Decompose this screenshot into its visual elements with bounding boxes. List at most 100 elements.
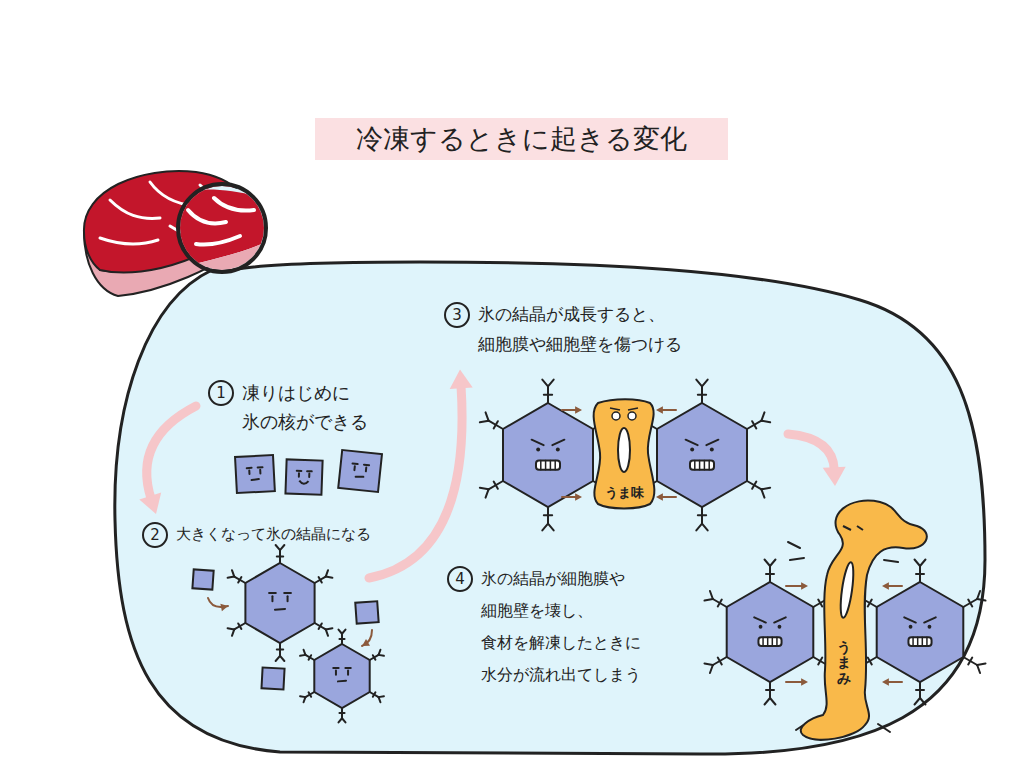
region-blob (115, 262, 985, 754)
stroke-line (338, 718, 342, 722)
stroke-line (774, 617, 786, 622)
stroke-line (333, 667, 338, 669)
push-arrow-head (882, 678, 889, 685)
stroke-line (765, 559, 770, 566)
step: 2大きくなって氷の結晶になる (142, 522, 371, 548)
title-band: 冷凍するときに起きる変化 (315, 118, 728, 160)
callout-number: 2 (142, 522, 168, 548)
push-arrow-head (656, 493, 663, 500)
stroke-line (339, 638, 344, 640)
stroke-line (868, 600, 872, 607)
stroke-line (277, 648, 283, 650)
stroke-line (304, 650, 306, 655)
stroke-line (915, 559, 920, 566)
stroke-line (342, 630, 346, 634)
eye (536, 448, 540, 452)
step: 3氷の結晶が成長すると、 細胞膜や細胞壁を傷つける (444, 300, 696, 360)
stroke-line (926, 637, 928, 646)
stroke-line (353, 462, 358, 465)
stroke-line (888, 585, 902, 587)
push-arrow (362, 630, 372, 646)
stroke-line (300, 695, 305, 698)
crystal-body (657, 403, 747, 507)
push-arrow-head (801, 582, 808, 589)
stroke-line (370, 655, 379, 660)
eye (909, 625, 913, 629)
flow-arrow (139, 406, 196, 514)
arrow-head (139, 493, 161, 514)
stroke-line (550, 460, 552, 469)
arrow-line (369, 386, 462, 579)
push-arrow-head (220, 604, 228, 612)
stroke-line (552, 440, 564, 445)
stroke-line (326, 629, 328, 635)
stroke-line (271, 596, 273, 601)
arrow-head (450, 370, 473, 389)
stroke-line (788, 542, 800, 548)
stroke-line (269, 592, 276, 594)
stroke-line (920, 698, 925, 705)
stroke-line (977, 591, 980, 599)
eye (556, 448, 560, 452)
arrow-head (823, 467, 846, 486)
stroke-line (562, 409, 576, 411)
cell-label: うま味 (588, 484, 660, 502)
cell: うま味 (588, 398, 660, 510)
push-arrow (882, 582, 902, 589)
step-text: 氷の結晶が成長すると、 細胞膜や細胞壁を傷つける (478, 300, 696, 360)
stroke-line (232, 570, 234, 576)
stroke-line (480, 488, 489, 490)
stroke-line (259, 470, 261, 474)
ice-crystal (480, 380, 616, 531)
crystal-body (727, 582, 814, 682)
stroke-line (818, 658, 822, 665)
stroke-line (287, 596, 289, 601)
stroke-line (904, 617, 916, 622)
stroke-line (963, 599, 977, 607)
stroke-line (238, 623, 241, 629)
stroke-line (761, 421, 770, 423)
stroke-line (915, 698, 920, 705)
eye (778, 625, 782, 629)
face (754, 617, 786, 646)
stroke-line (752, 421, 756, 428)
stroke-line (319, 623, 322, 629)
face (532, 440, 565, 470)
callout-number: 4 (447, 566, 473, 592)
eye (710, 448, 714, 452)
stroke-line (544, 514, 552, 516)
ice-crystal (704, 559, 835, 704)
stroke-line (868, 658, 872, 665)
stroke-line (963, 657, 977, 665)
stroke-line (489, 421, 503, 429)
stroke-line (542, 524, 548, 531)
stroke-line (228, 628, 235, 629)
stroke-line (365, 468, 367, 472)
stroke-line (548, 380, 554, 387)
stroke-line (917, 637, 919, 646)
stroke-line (308, 474, 310, 477)
crystal-body (877, 582, 964, 682)
stroke-line (276, 656, 280, 661)
stroke-line (968, 600, 972, 607)
stroke-line (922, 637, 924, 646)
stroke-line (305, 655, 314, 660)
stroke-line (275, 608, 285, 611)
push-arrow-head (801, 678, 808, 685)
push-arrow-line (362, 630, 372, 646)
stroke-line (562, 496, 576, 498)
stroke-line (277, 556, 283, 558)
push-arrow (786, 678, 808, 685)
ice-nucleus (355, 601, 378, 623)
stroke-line (884, 560, 898, 562)
stroke-line (767, 637, 769, 646)
stroke-line (718, 658, 722, 665)
stroke-line (920, 559, 925, 566)
stroke-line (662, 496, 676, 498)
ice-crystal (634, 380, 770, 531)
stroke-line (232, 629, 234, 635)
stroke-line (364, 464, 369, 467)
stroke-line (339, 712, 344, 714)
cube-body (338, 450, 382, 492)
push-arrow (562, 493, 582, 500)
